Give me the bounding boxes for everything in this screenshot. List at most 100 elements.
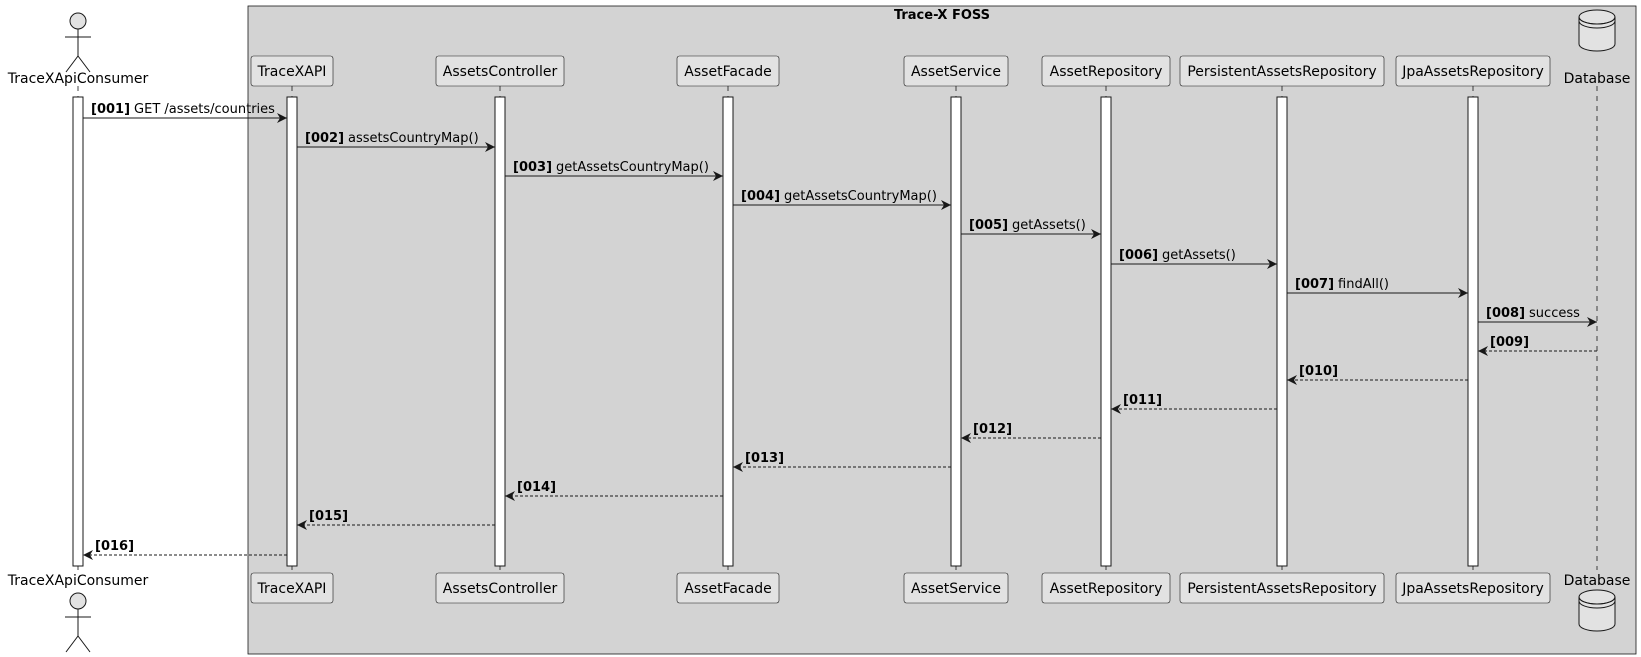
message-number: [012] [973, 422, 1012, 437]
message-4: [004] getAssetsCountryMap() [733, 189, 951, 210]
message-number: [015] [309, 509, 348, 524]
message-number: [005] [969, 218, 1008, 233]
message-6: [006] getAssets() [1111, 248, 1277, 269]
message-15: [015] [297, 509, 495, 530]
participant-label: PersistentAssetsRepository [1187, 581, 1376, 597]
message-label: [014] [517, 480, 556, 495]
participant-api-bottom: TraceXAPI [250, 572, 334, 604]
message-text: getAssets() [1162, 248, 1236, 263]
participant-label: TraceXAPI [257, 64, 327, 80]
activation-bar-api [286, 96, 298, 567]
actor-label: TraceXApiConsumer [7, 71, 149, 87]
message-label: [016] [95, 539, 134, 554]
message-text: success [1529, 306, 1580, 321]
participant-prepo-bottom: PersistentAssetsRepository [1179, 572, 1385, 604]
participant-repo-bottom: AssetRepository [1041, 572, 1171, 604]
message-text: getAssets() [1012, 218, 1086, 233]
participant-label: JpaAssetsRepository [1401, 64, 1544, 80]
message-2: [002] assetsCountryMap() [297, 131, 495, 152]
message-number: [011] [1123, 393, 1162, 408]
participant-label: AssetFacade [684, 64, 771, 80]
activation-bar-repo [1100, 96, 1112, 567]
participant-label: TraceXAPI [257, 581, 327, 597]
participant-api-top: TraceXAPI [250, 55, 334, 87]
message-number: [006] [1119, 248, 1158, 263]
message-number: [016] [95, 539, 134, 554]
message-label: [003]getAssetsCountryMap() [513, 160, 709, 175]
message-text: getAssetsCountryMap() [556, 160, 709, 175]
database-label: Database [1564, 71, 1631, 87]
message-number: [007] [1295, 277, 1334, 292]
message-text: findAll() [1338, 277, 1389, 292]
actor-consumer-bottom: TraceXApiConsumer [7, 573, 148, 653]
message-label: [013] [745, 451, 784, 466]
message-13: [013] [733, 451, 951, 472]
participant-box [1179, 572, 1385, 604]
message-text: getAssetsCountryMap() [784, 189, 937, 204]
database-label: Database [1564, 573, 1631, 589]
participant-label: AssetsController [443, 581, 558, 597]
participant-box [250, 55, 334, 87]
database-icon [1578, 9, 1616, 52]
participant-service-top: AssetService [903, 55, 1009, 87]
activation-bar-consumer [72, 96, 84, 567]
group-box-title: Trace-X FOSS [894, 8, 990, 23]
message-label: [004] getAssetsCountryMap() [741, 189, 937, 204]
message-text: assetsCountryMap() [348, 131, 479, 146]
participant-box [1395, 572, 1551, 604]
participant-box [1041, 572, 1171, 604]
participant-jpa-bottom: JpaAssetsRepository [1395, 572, 1551, 604]
message-text: GET /assets/countries [134, 102, 275, 117]
activation-bars [72, 96, 1479, 567]
participant-label: AssetFacade [684, 581, 771, 597]
participant-label: AssetService [911, 64, 1001, 80]
message-7: [007] findAll() [1287, 277, 1468, 298]
participant-label: AssetRepository [1050, 581, 1163, 597]
database-db-top: Database [1564, 9, 1631, 87]
participant-box [676, 55, 780, 87]
activation-bar-prepo [1276, 96, 1288, 567]
activation-bar-ctrl [494, 96, 506, 567]
participant-label: PersistentAssetsRepository [1187, 64, 1376, 80]
participant-repo-top: AssetRepository [1041, 55, 1171, 87]
message-1: [001] GET /assets/countries [83, 102, 287, 123]
activation-bar-jpa [1467, 96, 1479, 567]
participant-ctrl-bottom: AssetsController [435, 572, 565, 604]
participant-box [1179, 55, 1385, 87]
message-14: [014] [505, 480, 723, 501]
participant-label: AssetService [911, 581, 1001, 597]
participant-box [903, 572, 1009, 604]
participant-ctrl-top: AssetsController [435, 55, 565, 87]
message-label: [015] [309, 509, 348, 524]
message-label: [007] findAll() [1295, 277, 1389, 292]
participant-box [435, 572, 565, 604]
participant-label: AssetRepository [1050, 64, 1163, 80]
participant-facade-bottom: AssetFacade [676, 572, 780, 604]
participant-prepo-top: PersistentAssetsRepository [1179, 55, 1385, 87]
message-label: [010] [1299, 364, 1338, 379]
messages: [001] GET /assets/countries [002] assetsCou… [83, 102, 1597, 560]
message-9: [009] [1478, 335, 1597, 356]
participant-service-bottom: AssetService [903, 572, 1009, 604]
actor-icon [65, 592, 91, 653]
message-number: [013] [745, 451, 784, 466]
group-box [247, 5, 1637, 655]
message-number: [009] [1490, 335, 1529, 350]
message-number: [008] [1486, 306, 1525, 321]
message-8: [008] success [1478, 306, 1597, 327]
message-10: [010] [1287, 364, 1468, 385]
message-number: [004] [741, 189, 780, 204]
actor-consumer-top: TraceXApiConsumer [7, 12, 149, 87]
participant-box [1041, 55, 1171, 87]
message-number: [001] [91, 102, 130, 117]
participant-heads: TraceXApiConsumerTraceXApiConsumerTraceX… [7, 9, 1631, 653]
message-label: [011] [1123, 393, 1162, 408]
participant-box [250, 572, 334, 604]
message-11: [011] [1111, 393, 1277, 414]
participant-facade-top: AssetFacade [676, 55, 780, 87]
message-label: [005] getAssets() [969, 218, 1086, 233]
activation-bar-facade [722, 96, 734, 567]
message-number: [002] [305, 131, 344, 146]
activation-bar-service [950, 96, 962, 567]
